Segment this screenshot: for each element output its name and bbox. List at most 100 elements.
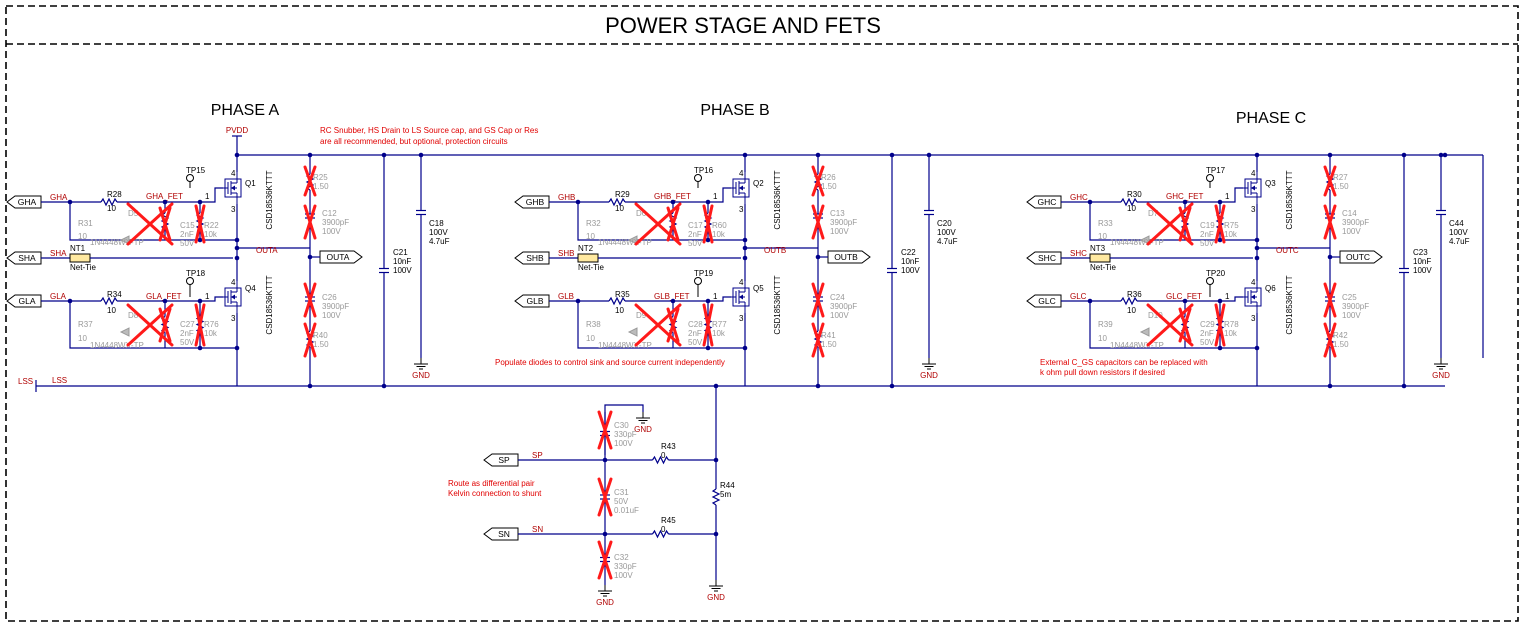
pin-label: 3 xyxy=(739,205,744,214)
note-text: RC Snubber, HS Drain to LS Source cap, a… xyxy=(320,126,538,135)
value-label: 50V xyxy=(1200,338,1215,347)
value-label: 10k xyxy=(204,329,218,338)
pin-label: 1 xyxy=(1225,192,1230,201)
pin-label: 4 xyxy=(739,169,744,178)
diode-symbol xyxy=(119,327,130,337)
ground-label: GND xyxy=(596,598,614,607)
wire xyxy=(200,187,223,203)
ref-label: C28 xyxy=(688,320,703,329)
port-out-text: OUTC xyxy=(1346,252,1370,262)
sheet-title: POWER STAGE AND FETS xyxy=(605,13,881,38)
value-label: 10 xyxy=(1127,306,1136,315)
port-out xyxy=(827,250,871,264)
pin-label: 1 xyxy=(1225,292,1230,301)
ref-label: R39 xyxy=(1098,320,1113,329)
ref-label: C18 xyxy=(429,219,444,228)
dnp-cross-mark xyxy=(1178,307,1192,343)
net-tie xyxy=(577,253,599,263)
gs-resistor-lo xyxy=(703,316,713,333)
ground-label: GND xyxy=(920,371,938,380)
value-label: 10 xyxy=(78,334,87,343)
dnp-cross-mark xyxy=(126,303,174,347)
net-label: GHC_FET xyxy=(1166,192,1203,201)
value-label: 10 xyxy=(1127,204,1136,213)
value-label: 1N4448WX-TP xyxy=(90,341,144,350)
ref-label: C27 xyxy=(180,320,195,329)
value-label: 10 xyxy=(615,204,624,213)
value-label: Net-Tie xyxy=(70,263,96,272)
part-number: CSD18536KTTT xyxy=(265,170,274,229)
value-label: 4.7uF xyxy=(429,237,450,246)
ref-label: NT2 xyxy=(578,244,594,253)
net-label: GLC xyxy=(1070,292,1087,301)
ref-label: D7 xyxy=(1148,209,1159,218)
pin-label: 4 xyxy=(739,278,744,287)
value-label: 1N4448WX-TP xyxy=(1110,238,1164,247)
value-label: 10k xyxy=(1224,230,1238,239)
junction-dot xyxy=(197,237,203,243)
ref-label: R44 xyxy=(720,481,735,490)
ref-label: R45 xyxy=(661,516,676,525)
dnp-cross-mark xyxy=(811,282,825,318)
pin-label: 1 xyxy=(713,192,718,201)
dnp-cross-mark xyxy=(1214,204,1226,244)
ref-label: NT3 xyxy=(1090,244,1106,253)
port-sh-text: SHB xyxy=(526,253,544,263)
value-label: 100V xyxy=(1449,228,1468,237)
value-label: 5m xyxy=(720,490,731,499)
port-gh-text: GHC xyxy=(1038,197,1057,207)
value-label: 10 xyxy=(1098,334,1107,343)
dnp-cross-mark xyxy=(194,303,206,347)
test-point xyxy=(694,174,702,182)
net-label: SHA xyxy=(50,249,67,258)
value-label: 10nF xyxy=(393,257,411,266)
ref-label: C26 xyxy=(322,293,337,302)
gs-resistor-lo xyxy=(1215,316,1225,333)
value-label: 100V xyxy=(614,571,633,580)
port-sh-text: SHC xyxy=(1038,253,1056,263)
value-label: 10 xyxy=(1098,232,1107,241)
note-text: Kelvin connection to shunt xyxy=(448,489,542,498)
pin-label: 4 xyxy=(231,169,236,178)
ref-label: R78 xyxy=(1224,320,1239,329)
resistor-r43 xyxy=(652,455,669,465)
ref-label: C24 xyxy=(830,293,845,302)
value-label: 4.7uF xyxy=(937,237,958,246)
ref-label: C32 xyxy=(614,553,629,562)
value-label: 10 xyxy=(107,204,116,213)
ref-label: TP18 xyxy=(186,269,206,278)
dnp-cross-mark xyxy=(666,206,680,242)
value-label: 0 xyxy=(661,451,666,460)
ref-label: NT1 xyxy=(70,244,86,253)
ref-label: R26 xyxy=(821,173,836,182)
ref-label: C29 xyxy=(1200,320,1215,329)
value-label: 1.50 xyxy=(313,182,329,191)
wire xyxy=(708,187,731,203)
ref-label: R27 xyxy=(1333,173,1348,182)
ref-label: R41 xyxy=(821,331,836,340)
dnp-cross-mark xyxy=(702,303,714,347)
net-label: GHB_FET xyxy=(654,192,691,201)
test-point xyxy=(186,174,194,182)
value-label: 100V xyxy=(614,439,633,448)
ref-label: R29 xyxy=(615,190,630,199)
ref-label: Q2 xyxy=(753,179,764,188)
pin-label: 3 xyxy=(739,314,744,323)
ref-label: C12 xyxy=(322,209,337,218)
ref-label: R30 xyxy=(1127,190,1142,199)
pin-label: 4 xyxy=(1251,169,1256,178)
dnp-cross-mark xyxy=(1323,204,1337,240)
junction-dot xyxy=(1254,345,1260,351)
ref-label: C44 xyxy=(1449,219,1464,228)
value-label: 1.50 xyxy=(821,182,837,191)
ref-label: D5 xyxy=(128,209,139,218)
ref-label: R25 xyxy=(313,173,328,182)
ref-label: R40 xyxy=(313,331,328,340)
dnp-cross-mark xyxy=(811,165,825,197)
pin-label: 4 xyxy=(231,278,236,287)
net-label: GLB xyxy=(558,292,574,301)
net-label: OUTC xyxy=(1276,246,1299,255)
value-label: 100V xyxy=(1342,311,1361,320)
dnp-cross-mark xyxy=(303,165,317,197)
pin-label: 3 xyxy=(1251,205,1256,214)
